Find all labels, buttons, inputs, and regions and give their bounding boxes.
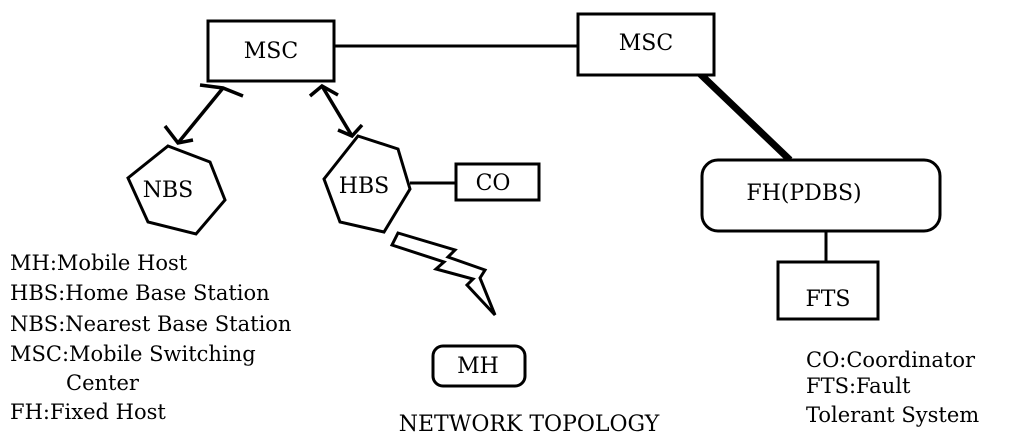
nbs-hexagon bbox=[126, 144, 227, 236]
legend-right-item: FTS:Fault bbox=[806, 374, 911, 398]
legend-right-item: Tolerant System bbox=[806, 403, 979, 427]
co-label: CO bbox=[476, 171, 511, 196]
diagram-caption: NETWORK TOPOLOGY bbox=[399, 412, 660, 437]
mh-label: MH bbox=[457, 354, 499, 379]
nbs-label: NBS bbox=[143, 178, 194, 203]
legend-right-item: CO:Coordinator bbox=[806, 348, 976, 372]
arrow-msc-hbs bbox=[308, 83, 364, 139]
msc-right-label: MSC bbox=[619, 31, 673, 56]
msc-left-box bbox=[206, 19, 336, 83]
legend-left-item: MSC:Mobile Switching bbox=[10, 342, 256, 366]
msc-right-box bbox=[576, 12, 716, 77]
wireless-lightning-icon bbox=[389, 231, 497, 317]
msc-left-label: MSC bbox=[244, 39, 298, 64]
co-box bbox=[454, 162, 541, 202]
fts-box bbox=[776, 260, 880, 321]
fh-pdbs-box bbox=[700, 158, 942, 233]
fh-pdbs-label: FH(PDBS) bbox=[746, 181, 861, 206]
legend-left-item: HBS:Home Base Station bbox=[10, 281, 270, 305]
legend-left: MH:Mobile Host HBS:Home Base Station NBS… bbox=[10, 251, 291, 424]
hbs-label: HBS bbox=[339, 174, 389, 199]
fts-label: FTS bbox=[805, 287, 850, 312]
mh-box bbox=[431, 344, 527, 388]
legend-left-item: NBS:Nearest Base Station bbox=[10, 312, 291, 336]
legend-right: CO:Coordinator FTS:Fault Tolerant System bbox=[806, 348, 979, 427]
legend-left-item: MH:Mobile Host bbox=[10, 251, 188, 275]
legend-left-item: Center bbox=[66, 371, 140, 395]
arrow-msc-nbs bbox=[163, 83, 244, 145]
legend-left-item: FH:Fixed Host bbox=[10, 400, 166, 424]
hbs-hexagon bbox=[322, 134, 412, 234]
link-msc-fh bbox=[693, 67, 793, 163]
